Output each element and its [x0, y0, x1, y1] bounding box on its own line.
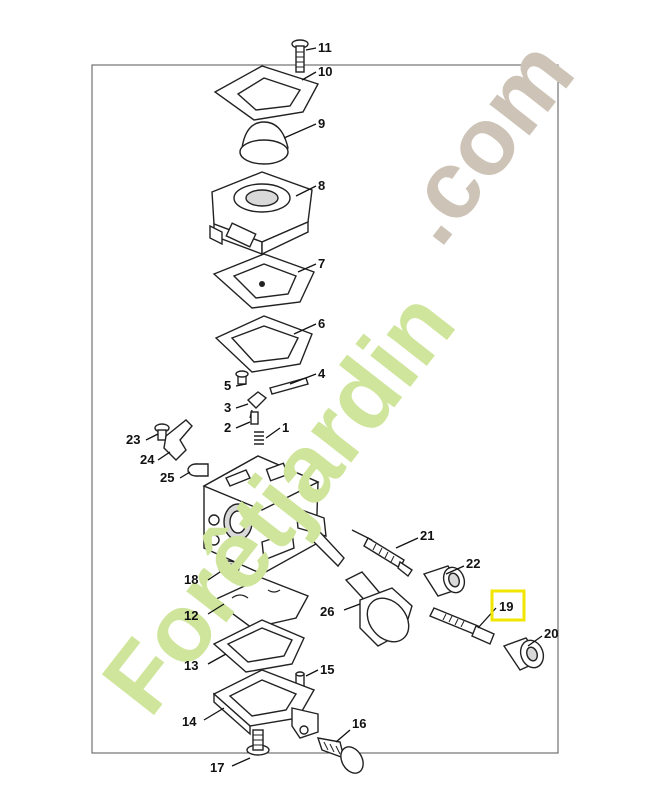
- highlight-box-part-19: [490, 589, 526, 622]
- leader-lines: [145, 47, 543, 767]
- watermark: Forêtjardin .com: [82, 20, 594, 732]
- label-16[interactable]: 16: [352, 716, 366, 731]
- part-8-pump-body: [209, 171, 313, 256]
- label-8[interactable]: 8: [318, 178, 325, 193]
- part-24-bracket: [163, 419, 193, 461]
- part-7-gasket: [212, 253, 315, 309]
- label-6[interactable]: 6: [318, 316, 325, 331]
- label-25[interactable]: 25: [160, 470, 174, 485]
- label-2[interactable]: 2: [224, 420, 231, 435]
- label-10[interactable]: 10: [318, 64, 332, 79]
- label-22[interactable]: 22: [466, 556, 480, 571]
- part-11-screw: [291, 39, 309, 73]
- part-12-gasket: [212, 577, 309, 629]
- part-18-filter-screen: [218, 560, 240, 576]
- label-14[interactable]: 14: [182, 714, 197, 729]
- label-18[interactable]: 18: [184, 572, 198, 587]
- part-16-adjuster: [316, 737, 364, 774]
- part-22-cap: [422, 565, 466, 597]
- label-9[interactable]: 9: [318, 116, 325, 131]
- part-13-gasket: [212, 619, 305, 673]
- part-4-pin: [269, 377, 309, 395]
- part-1-spring: [254, 431, 264, 445]
- part-5-screw: [235, 370, 249, 385]
- part-19-needle: [429, 607, 495, 645]
- watermark-grey-text: .com: [372, 20, 594, 262]
- part-25-bushing: [187, 463, 209, 477]
- label-12[interactable]: 12: [184, 608, 198, 623]
- label-13[interactable]: 13: [184, 658, 198, 673]
- label-4[interactable]: 4: [318, 366, 326, 381]
- part-6-diaphragm: [214, 315, 313, 373]
- carburetor-body: [202, 455, 345, 575]
- callout-labels: 11 10 9 8 7 6 5 4 3 2 1 23 24 25 18 12 1…: [126, 40, 558, 775]
- part-21-needle: [351, 529, 413, 578]
- part-2-axle: [250, 411, 259, 425]
- label-20[interactable]: 20: [544, 626, 558, 641]
- label-19[interactable]: 19: [499, 599, 513, 614]
- part-23-screw: [154, 423, 170, 441]
- part-20-cap: [502, 637, 545, 671]
- label-21[interactable]: 21: [420, 528, 434, 543]
- label-17[interactable]: 17: [210, 760, 224, 775]
- label-5[interactable]: 5: [224, 378, 231, 393]
- part-26-intake: [344, 571, 413, 647]
- part-14-cover: [212, 669, 319, 739]
- label-1[interactable]: 1: [282, 420, 289, 435]
- part-10-gasket: [213, 65, 320, 121]
- label-24[interactable]: 24: [140, 452, 155, 467]
- label-3[interactable]: 3: [224, 400, 231, 415]
- label-26[interactable]: 26: [320, 604, 334, 619]
- label-7[interactable]: 7: [318, 256, 325, 271]
- label-23[interactable]: 23: [126, 432, 140, 447]
- part-9-pump-dome: [239, 121, 289, 165]
- diagram-frame: [91, 64, 559, 754]
- label-11[interactable]: 11: [318, 40, 332, 55]
- part-17-screw: [246, 729, 270, 756]
- label-15[interactable]: 15: [320, 662, 334, 677]
